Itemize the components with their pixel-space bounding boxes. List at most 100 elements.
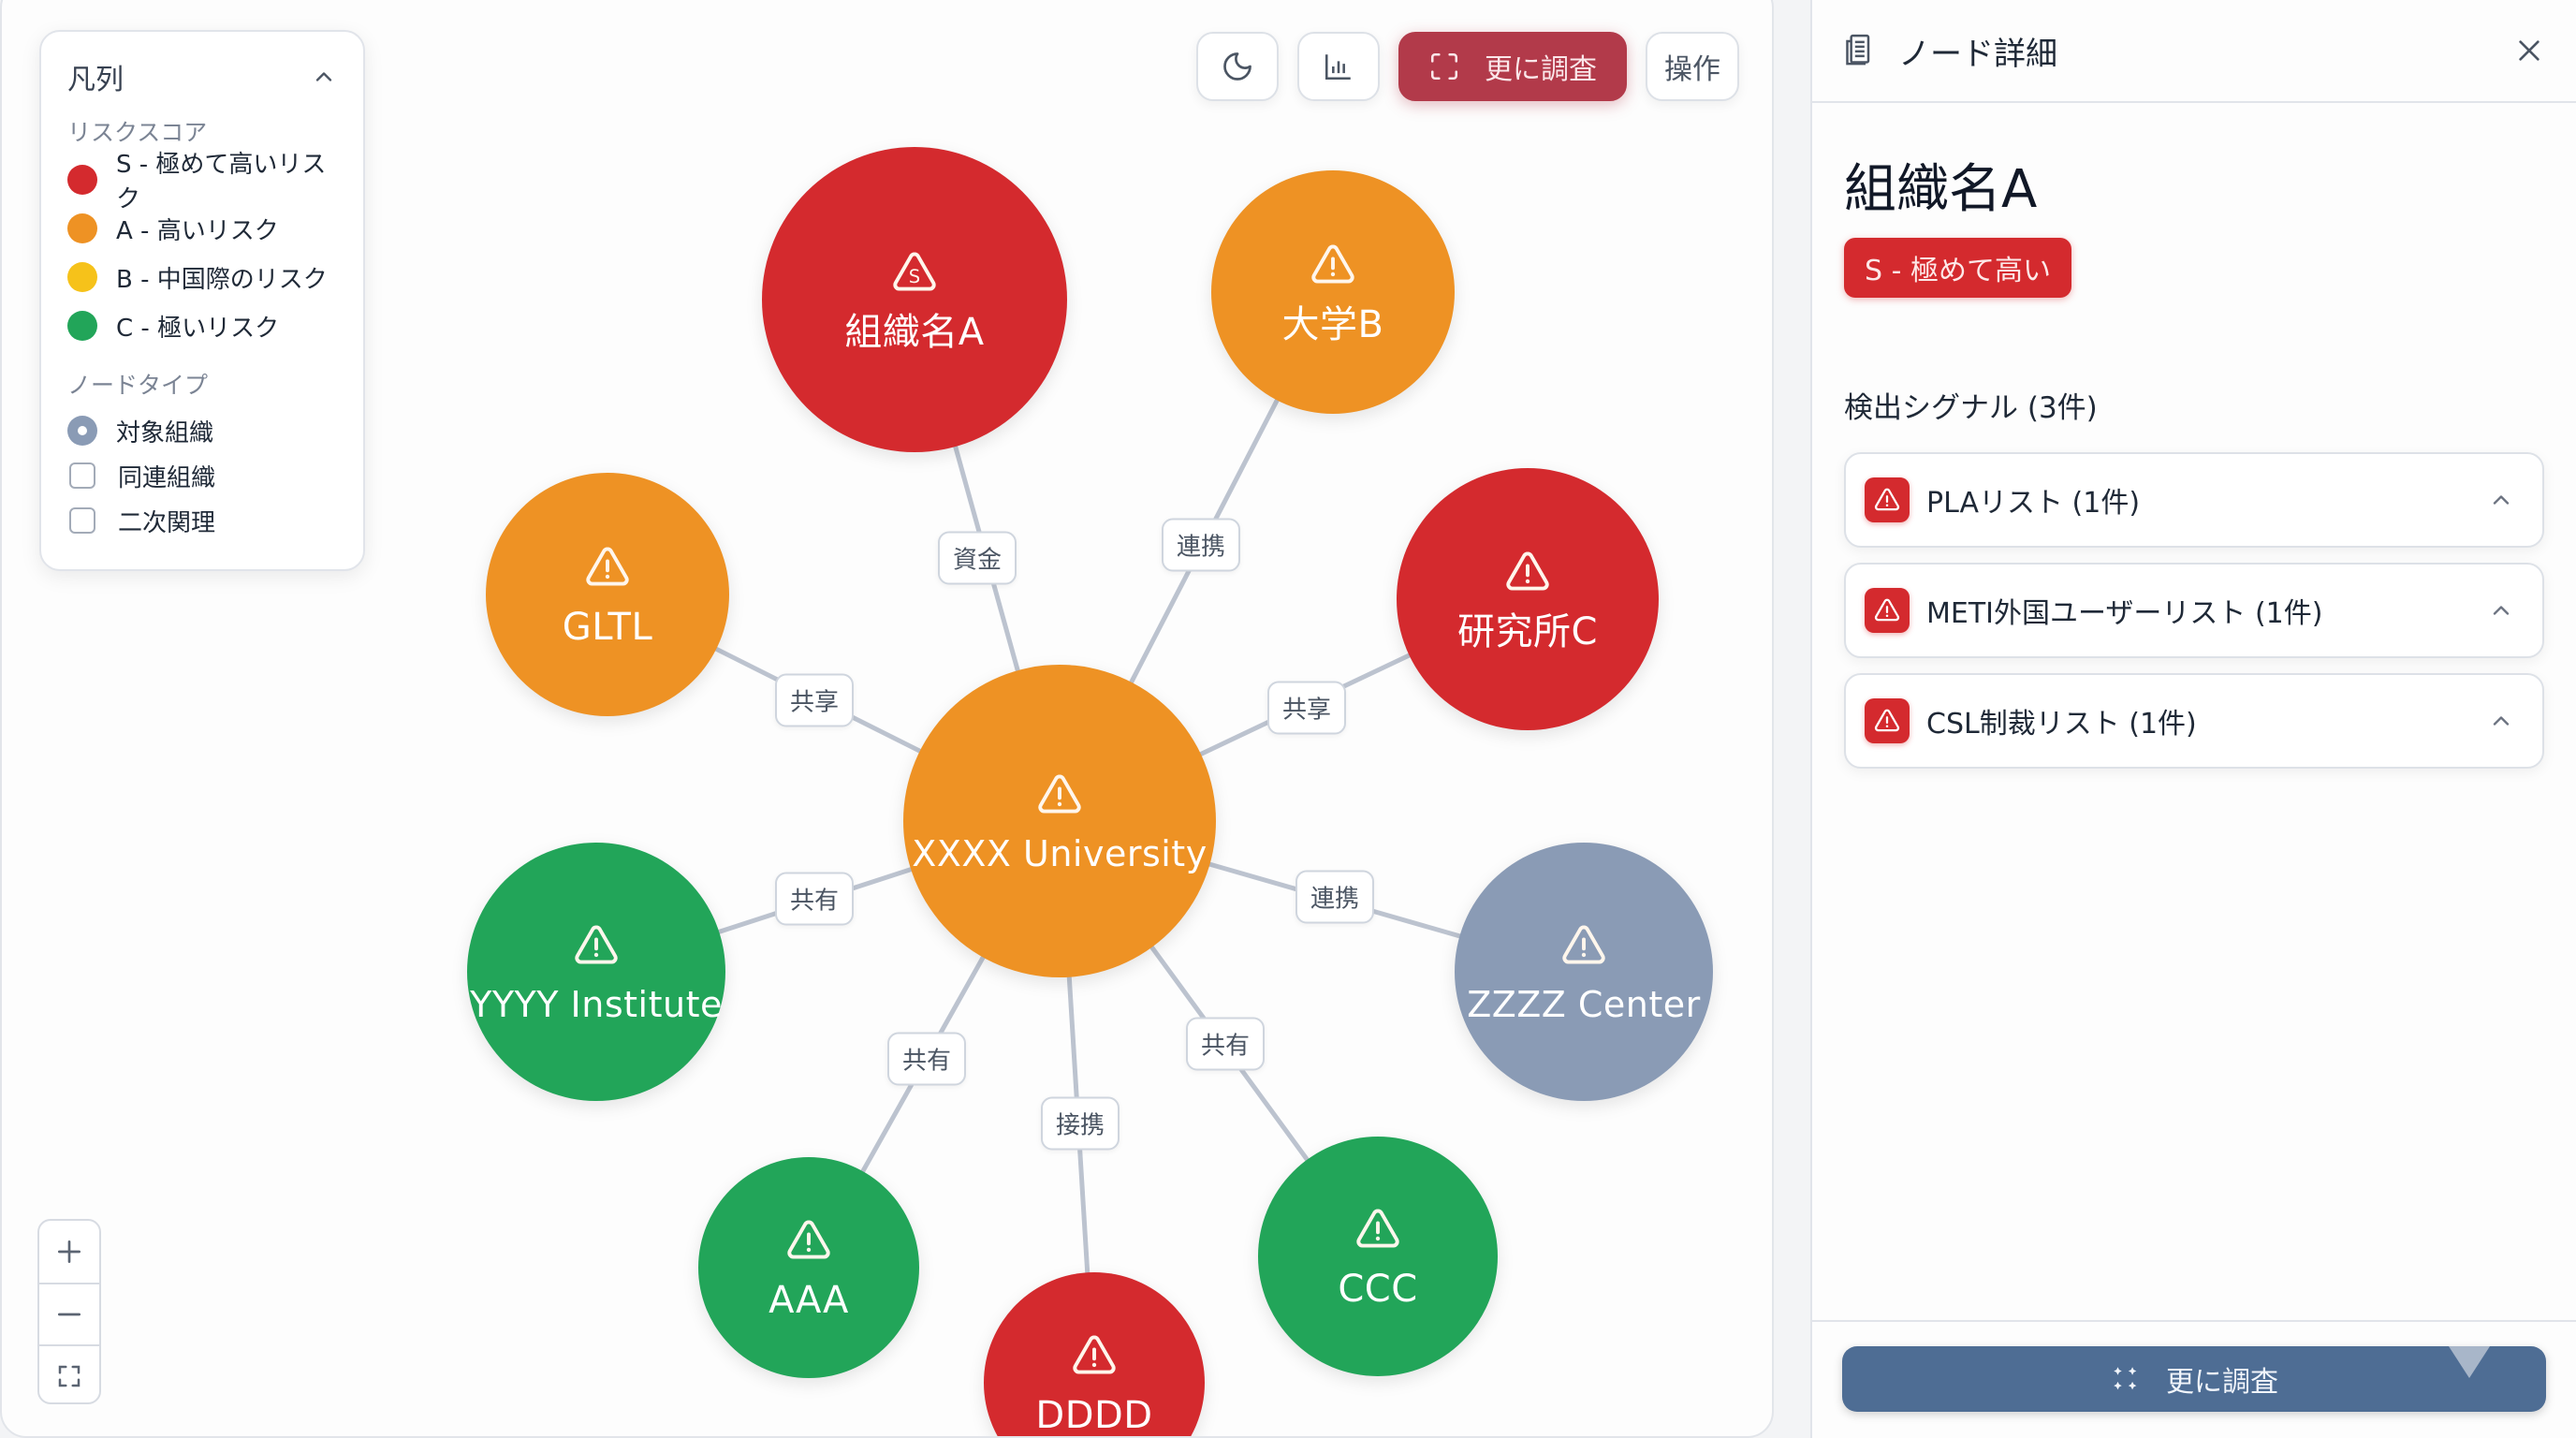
- graph-node-gltl[interactable]: GLTL: [486, 473, 729, 716]
- investigate-further-button[interactable]: 更に調査: [1398, 32, 1627, 101]
- scan-icon: [2114, 1367, 2137, 1390]
- panel-body: 組織名A S - 極めて高い 検出シグナル (3件) PLAリスト (1件) M…: [1812, 103, 2576, 769]
- edge-label: 共有: [1185, 1017, 1266, 1071]
- node-label: CCC: [1338, 1268, 1418, 1311]
- legend-type-item[interactable]: 二次関理: [67, 498, 337, 543]
- graph-node-center[interactable]: XXXX University: [903, 665, 1216, 977]
- edge-label: 共享: [1266, 681, 1347, 735]
- legend-type-label: 二次関理: [118, 508, 216, 537]
- moon-icon: [1223, 52, 1251, 81]
- signal-accordion-item[interactable]: PLAリスト (1件): [1844, 451, 2544, 548]
- chevron-up-icon[interactable]: [2488, 597, 2514, 624]
- node-label: 研究所C: [1457, 610, 1598, 653]
- checkbox[interactable]: [69, 462, 95, 489]
- investigate-further-label: 更に調査: [1485, 53, 1597, 86]
- legend-risk-item: A - 高いリスク: [67, 204, 337, 253]
- graph-node-yyyy[interactable]: YYYY Institute: [467, 843, 725, 1101]
- edge-label: 共有: [774, 872, 855, 926]
- scan-icon: [1430, 52, 1458, 81]
- graph-node-univB[interactable]: 大学B: [1211, 170, 1455, 414]
- legend-risk-section-title: リスクスコア: [67, 119, 208, 146]
- legend-risk-item: B - 中国際のリスク: [67, 253, 337, 301]
- edge-label: 連携: [1161, 518, 1241, 572]
- legend-risk-label: A - 高いリスク: [116, 216, 279, 245]
- edge-label: 接携: [1040, 1096, 1120, 1151]
- cursor-notch: [2449, 1346, 2490, 1378]
- legend-risk-label: S - 極めて高いリスク: [116, 151, 327, 213]
- graph-node-orgA[interactable]: S 組織名A: [762, 147, 1067, 452]
- zoom-out-button[interactable]: [39, 1283, 99, 1344]
- node-label: DDDD: [1035, 1394, 1153, 1437]
- warning-icon: [787, 1220, 830, 1259]
- fit-screen-button[interactable]: [39, 1344, 99, 1402]
- graph-node-dddd[interactable]: DDDD: [984, 1272, 1205, 1437]
- edge-label: 共享: [774, 673, 855, 727]
- warning-icon: [1506, 551, 1549, 591]
- node-label: GLTL: [562, 606, 653, 649]
- fit-screen-icon: [58, 1365, 80, 1387]
- chevron-up-icon[interactable]: [2488, 487, 2514, 513]
- warning-icon: [1073, 1335, 1116, 1374]
- footer-investigate-label: 更に調査: [2166, 1366, 2278, 1399]
- node-label: XXXX University: [912, 833, 1208, 874]
- warning-icon: [1356, 1209, 1399, 1248]
- legend-type-label: 対象組織: [116, 418, 214, 448]
- legend-title: 凡列: [67, 64, 124, 96]
- graph-node-aaa[interactable]: AAA: [698, 1157, 919, 1378]
- edge-label: 資金: [937, 531, 1017, 585]
- graph-node-zzzz[interactable]: ZZZZ Center: [1455, 843, 1713, 1101]
- radio-selected[interactable]: [67, 416, 97, 446]
- node-label: AAA: [768, 1279, 849, 1322]
- legend-risk-label: C - 極いリスク: [116, 314, 280, 343]
- signals-title: 検出シグナル (3件): [1844, 390, 2098, 425]
- graph-node-ccc[interactable]: CCC: [1258, 1137, 1498, 1376]
- theme-toggle-button[interactable]: [1196, 32, 1279, 101]
- signal-accordion-item[interactable]: METI外国ユーザーリスト (1件): [1844, 562, 2544, 658]
- legend-type-section-title: ノードタイプ: [67, 372, 209, 399]
- plus-icon: [58, 1240, 80, 1263]
- legend-type-label: 同連組織: [118, 463, 216, 492]
- node-label: YYYY Institute: [470, 984, 723, 1025]
- signal-list: PLAリスト (1件) METI外国ユーザーリスト (1件) CSL制裁リスト …: [1844, 451, 2544, 769]
- edge-label: 共有: [886, 1032, 967, 1086]
- risk-badge: S - 極めて高い: [1844, 237, 2071, 298]
- actions-label: 操作: [1664, 53, 1720, 86]
- signal-label: CSL制裁リスト (1件): [1926, 707, 2197, 741]
- legend-risk-item: S - 極めて高いリスク: [67, 151, 337, 213]
- legend-risk-label: B - 中国際のリスク: [116, 265, 328, 294]
- legend-risk-item: C - 極いリスク: [67, 301, 337, 350]
- warning-icon: [1865, 697, 1910, 743]
- legend-panel: 凡列 リスクスコア S - 極めて高いリスク A - 高いリスク B - 中国際のリ…: [39, 30, 365, 571]
- s-warning-icon: S: [893, 252, 936, 291]
- node-label: 大学B: [1281, 303, 1384, 346]
- graph-node-labC[interactable]: 研究所C: [1397, 468, 1659, 730]
- zoom-in-button[interactable]: [39, 1221, 99, 1283]
- warning-icon: [1038, 774, 1081, 814]
- risk-color-dot: [67, 262, 97, 292]
- warning-icon: [575, 925, 618, 964]
- panel-footer: 更に調査: [1812, 1320, 2576, 1438]
- node-label: 組織名A: [844, 311, 985, 354]
- chart-view-button[interactable]: [1297, 32, 1380, 101]
- panel-header: ノード詳細: [1812, 0, 2576, 103]
- chevron-up-icon[interactable]: [311, 64, 337, 90]
- close-icon[interactable]: [2514, 36, 2544, 66]
- signal-accordion-item[interactable]: CSL制裁リスト (1件): [1844, 672, 2544, 769]
- risk-color-dot: [67, 165, 97, 195]
- legend-type-item[interactable]: 同連組織: [67, 453, 337, 498]
- node-label: ZZZZ Center: [1467, 984, 1701, 1025]
- chevron-up-icon[interactable]: [2488, 708, 2514, 734]
- warning-icon: [586, 547, 629, 586]
- actions-button[interactable]: 操作: [1646, 32, 1739, 101]
- warning-icon: [1865, 477, 1910, 522]
- legend-risk-list: S - 極めて高いリスク A - 高いリスク B - 中国際のリスク C - 極いリス…: [67, 151, 337, 350]
- bar-chart-icon: [1325, 54, 1351, 81]
- checkbox[interactable]: [69, 507, 95, 534]
- zoom-controls: [37, 1219, 101, 1404]
- legend-type-list: 対象組織同連組織二次関理: [67, 408, 337, 543]
- legend-type-item[interactable]: 対象組織: [67, 408, 337, 453]
- footer-investigate-button[interactable]: 更に調査: [1842, 1346, 2546, 1412]
- node-detail-panel: ノード詳細 組織名A S - 極めて高い 検出シグナル (3件) PLAリスト …: [1810, 0, 2576, 1438]
- risk-color-dot: [67, 213, 97, 243]
